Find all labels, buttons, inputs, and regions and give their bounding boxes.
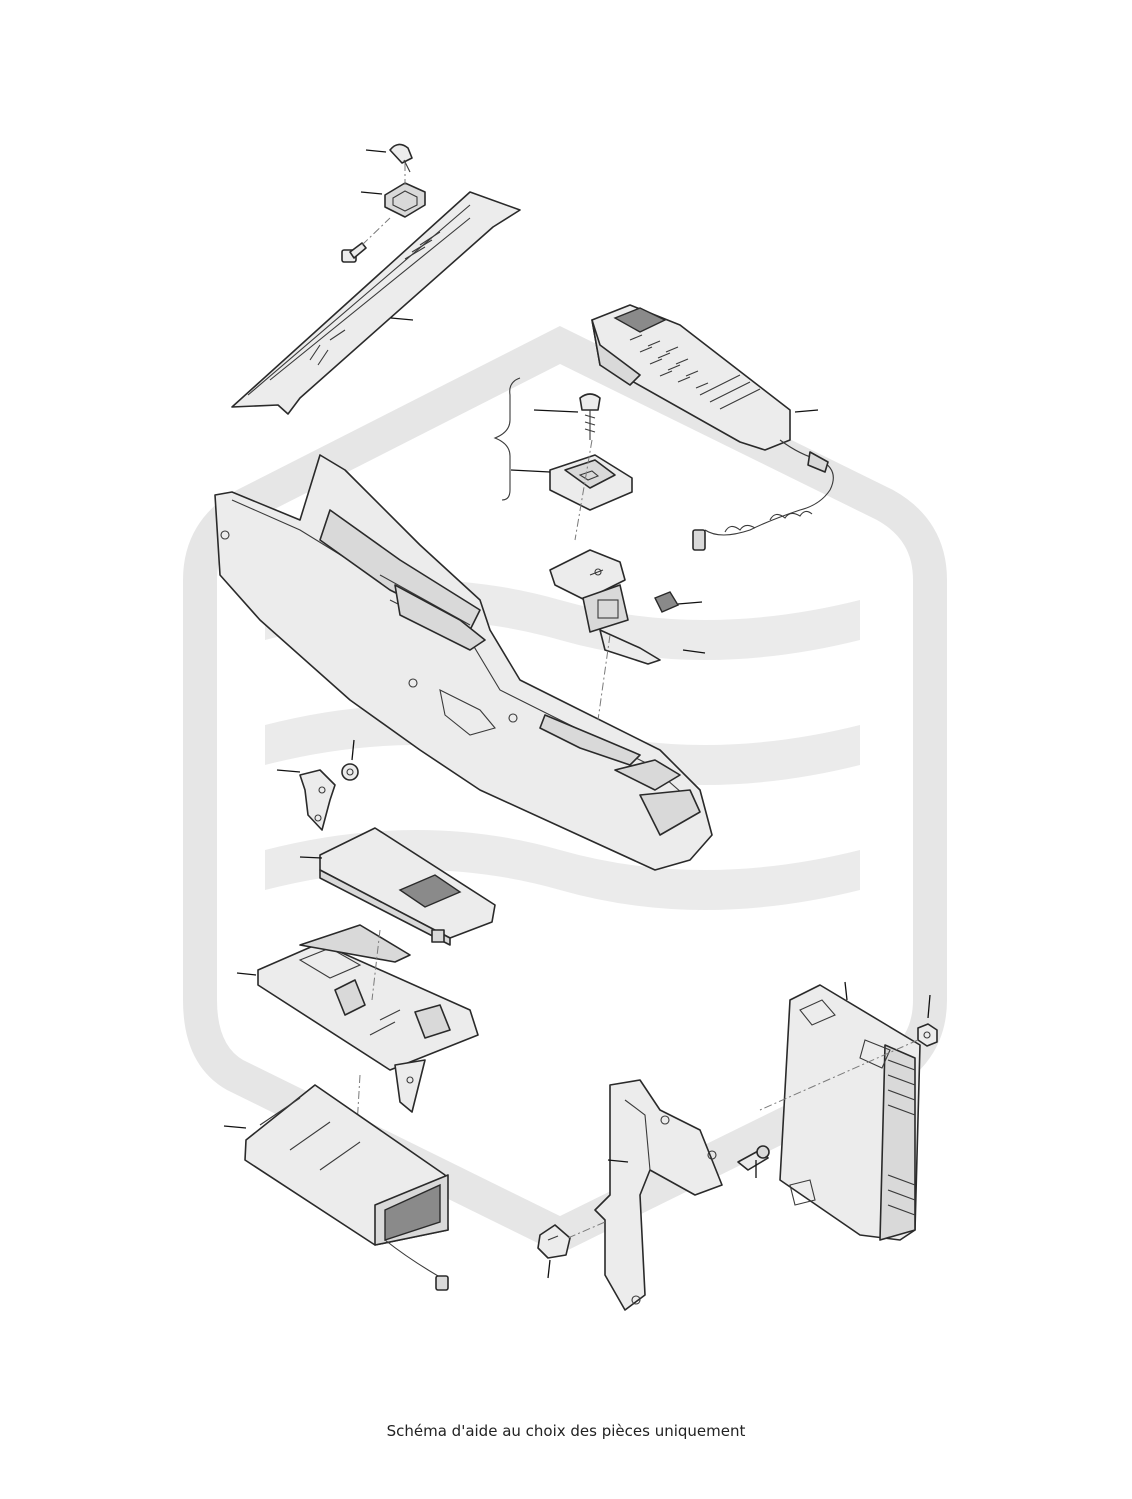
- center-console[interactable]: [214, 454, 713, 871]
- module-nut[interactable]: [917, 1023, 938, 1047]
- handset-bracket[interactable]: [549, 549, 661, 665]
- mounting-nut[interactable]: [341, 763, 359, 781]
- control-module[interactable]: [779, 984, 921, 1241]
- adhesive-pad[interactable]: [654, 591, 680, 613]
- mounting-tray[interactable]: [257, 924, 479, 1113]
- telephone-handset[interactable]: [591, 304, 834, 551]
- amplifier-box[interactable]: [244, 1084, 449, 1291]
- transceiver-unit[interactable]: [319, 827, 496, 946]
- holder-base[interactable]: [549, 454, 633, 511]
- caption: Schéma d'aide au choix des pièces unique…: [386, 1422, 746, 1440]
- support-bracket[interactable]: [594, 1079, 723, 1311]
- trim-screw[interactable]: [389, 143, 413, 173]
- trim-clip[interactable]: [384, 182, 426, 218]
- holder-screw[interactable]: [579, 393, 601, 440]
- mounting-plate[interactable]: [299, 769, 336, 831]
- trim-plug[interactable]: [341, 242, 367, 263]
- bracket-clip[interactable]: [537, 1224, 571, 1259]
- exploded-parts-diagram: [183, 143, 947, 1311]
- pillar-trim-panel[interactable]: [231, 191, 521, 415]
- leader-lines: [223, 149, 931, 1279]
- bracket-screw[interactable]: [737, 1145, 770, 1171]
